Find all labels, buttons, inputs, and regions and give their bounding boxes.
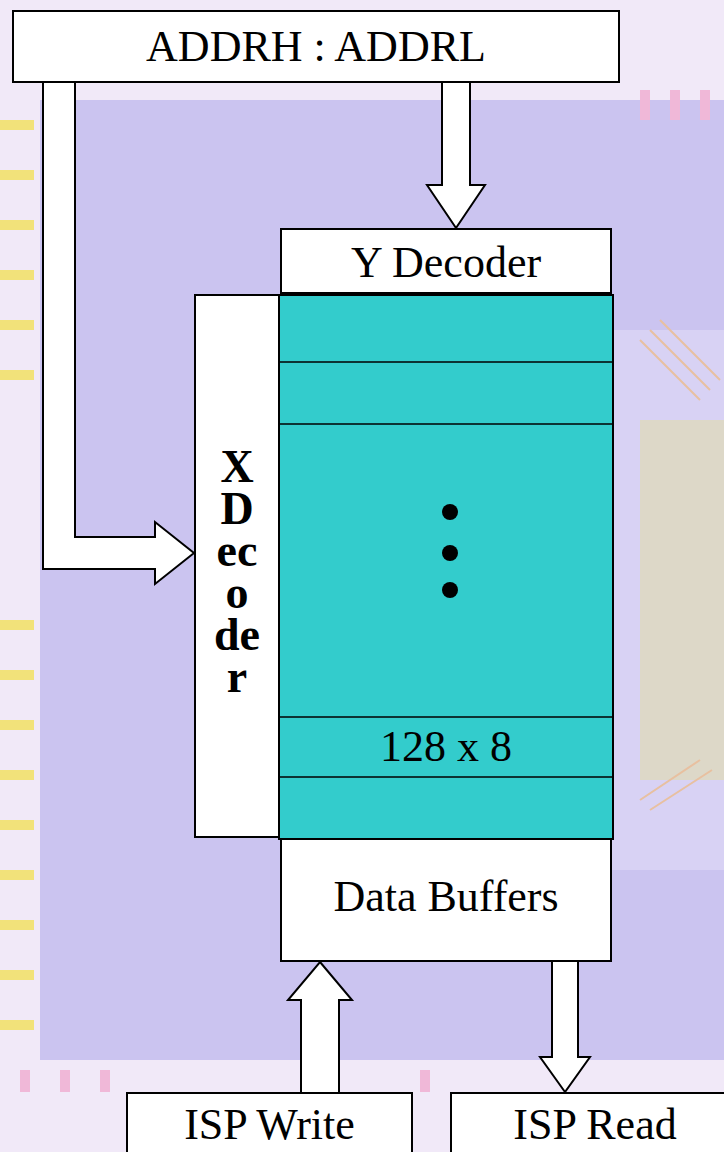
block-arrow	[59, 83, 194, 584]
block-arrow	[427, 83, 485, 228]
block-arrow	[540, 962, 590, 1092]
block-arrow	[288, 962, 352, 1092]
isp-read-box: ISP Read	[450, 1092, 724, 1152]
box-label: ISP Write	[128, 1094, 411, 1152]
data-buffers-box: Data Buffers	[280, 838, 612, 962]
box-label: ISP Read	[452, 1094, 724, 1152]
box-label: 128 x 8	[280, 717, 612, 777]
vertical-label: X Decoder	[214, 446, 260, 698]
box-label: ADDRH : ADDRL	[14, 12, 618, 74]
box-label: Y Decoder	[282, 230, 610, 290]
memory-array: 128 x 8	[278, 294, 614, 840]
y-decoder-box: Y Decoder	[280, 228, 612, 294]
x-decoder-box: X Decoder	[194, 294, 280, 838]
box-label: Data Buffers	[282, 840, 610, 924]
isp-write-box: ISP Write	[126, 1092, 413, 1152]
address-register: ADDRH : ADDRL	[12, 10, 620, 83]
